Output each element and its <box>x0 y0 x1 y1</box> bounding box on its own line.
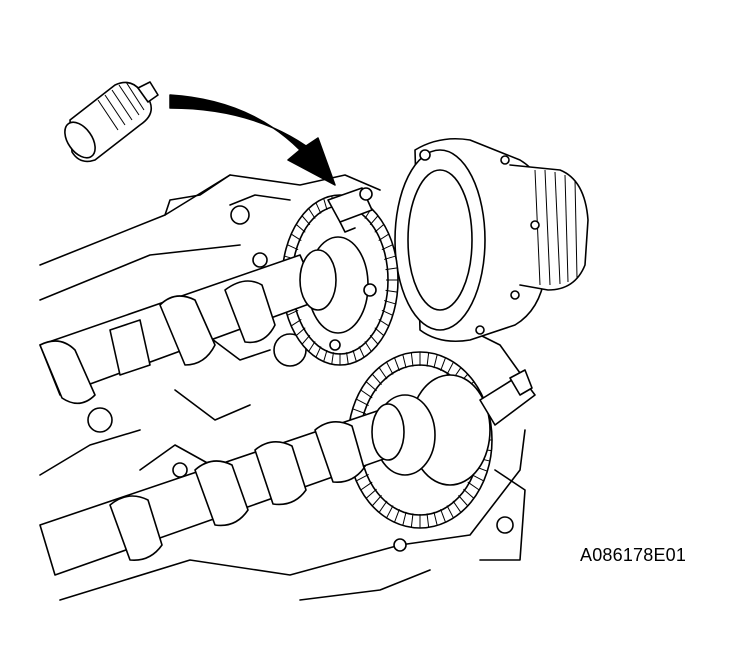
vvt-pulley <box>394 137 589 343</box>
gear-tooth <box>290 233 302 241</box>
gear-tooth <box>364 341 372 352</box>
gear-tooth <box>360 389 373 399</box>
gear-tooth <box>378 233 390 241</box>
gear-tooth <box>410 352 414 367</box>
gear-tooth <box>433 354 438 369</box>
gear-tooth <box>426 513 430 528</box>
gear-tooth <box>394 357 400 371</box>
gear-tooth <box>374 327 385 337</box>
gear-tooth <box>383 255 396 260</box>
installed-plug <box>327 187 373 233</box>
gear-tooth <box>378 319 390 327</box>
gear-tooth <box>301 215 311 226</box>
gear-tooth <box>381 309 393 316</box>
gear-tooth <box>315 346 322 358</box>
gear-tooth <box>378 367 388 380</box>
gear-tooth <box>467 481 480 491</box>
gear-tooth <box>374 223 385 233</box>
gear-tooth <box>386 361 394 375</box>
gear-tooth <box>352 408 366 415</box>
gear-tooth <box>463 488 475 499</box>
gear-tooth <box>458 495 469 507</box>
gear-tooth <box>308 341 316 352</box>
gear-tooth <box>369 215 379 226</box>
arrow-icon <box>169 94 336 186</box>
gear-tooth <box>385 267 398 271</box>
gear-tooth <box>287 244 299 251</box>
gear-tooth <box>365 381 377 392</box>
gear-tooth <box>331 352 334 365</box>
gear-tooth <box>410 513 414 528</box>
gear-tooth <box>352 349 357 362</box>
upper-camshaft <box>39 249 337 405</box>
gear-tooth <box>346 352 349 365</box>
gear-tooth <box>323 198 328 211</box>
gear-tooth <box>290 319 302 327</box>
gear-tooth <box>433 511 438 526</box>
gear-tooth <box>446 505 454 519</box>
gear-tooth <box>381 244 393 251</box>
gear-tooth <box>446 361 454 375</box>
gear-tooth <box>358 346 365 358</box>
gear-tooth <box>440 357 446 371</box>
gear-tooth <box>315 202 322 214</box>
gear-tooth <box>295 327 306 337</box>
gear-tooth <box>378 500 388 513</box>
plug-icon <box>64 81 159 163</box>
gear-tooth <box>385 289 398 293</box>
figure-code: A086178E01 <box>580 545 687 565</box>
gear-tooth <box>365 488 377 499</box>
gear-tooth <box>295 223 306 233</box>
gear-tooth <box>402 354 407 369</box>
gear-tooth <box>394 509 400 523</box>
gear-tooth <box>440 509 446 523</box>
gear-tooth <box>402 511 407 526</box>
gear-tooth <box>323 349 328 362</box>
gear-tooth <box>356 398 369 407</box>
gear-tooth <box>356 473 369 482</box>
gear-tooth <box>369 334 379 345</box>
lower-camshaft-gear <box>347 351 493 529</box>
gear-tooth <box>371 373 382 385</box>
gear-tooth <box>371 495 382 507</box>
gear-tooth <box>452 500 462 513</box>
gear-tooth <box>386 505 394 519</box>
gear-tooth <box>426 352 430 367</box>
gear-tooth <box>301 334 311 345</box>
lower-camshaft <box>39 369 536 576</box>
gear-tooth <box>287 309 299 316</box>
gear-tooth <box>360 481 373 491</box>
gear-tooth <box>308 208 316 219</box>
gear-tooth <box>383 300 396 305</box>
